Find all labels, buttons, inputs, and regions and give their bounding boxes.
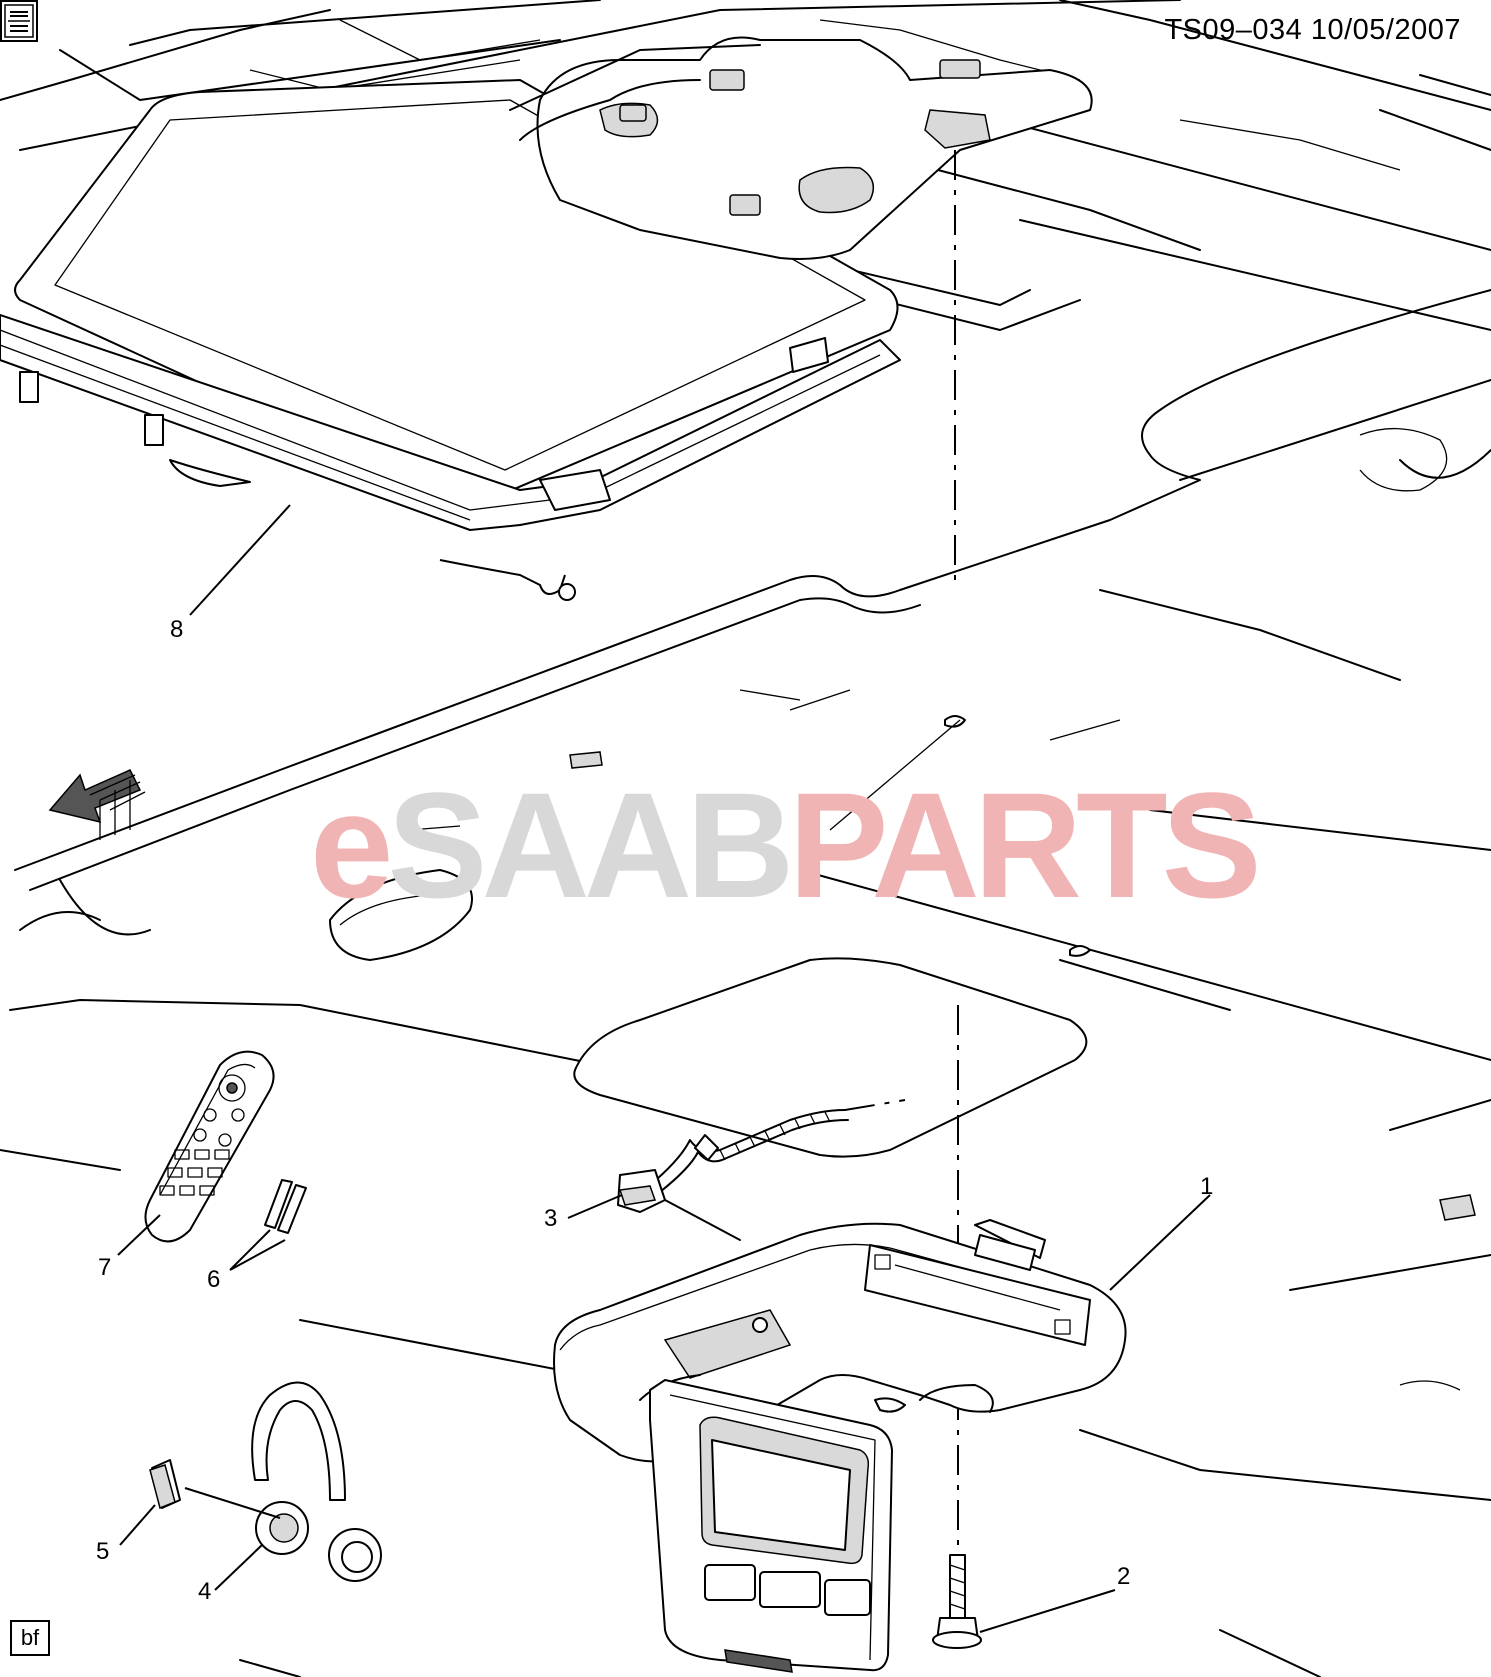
callout-6: 6 <box>207 1266 221 1293</box>
watermark: eSAABPARTS <box>310 770 1262 920</box>
author-initials-box: bf <box>10 1620 50 1656</box>
front-arrow-icon <box>48 769 146 840</box>
document-code: TS09–034 10/05/2007 <box>1164 14 1461 46</box>
headphones <box>251 1381 382 1582</box>
gm-spo-logo <box>0 0 38 42</box>
callout-8: 8 <box>170 616 184 643</box>
callout-2: 2 <box>1117 1563 1131 1590</box>
callout-3: 3 <box>544 1205 558 1232</box>
remote-control <box>144 1050 275 1243</box>
batteries <box>264 1179 307 1234</box>
wiring-harness <box>617 1109 849 1241</box>
watermark-parts: PARTS <box>788 761 1261 929</box>
leader-5 <box>119 1504 156 1546</box>
leader-7 <box>117 1214 161 1256</box>
leader-1 <box>1109 1194 1211 1291</box>
harness-dash <box>844 1099 906 1111</box>
leader-5-line <box>184 1487 281 1519</box>
watermark-e: e <box>310 761 393 929</box>
leader-8 <box>189 504 291 616</box>
ear-pad <box>149 1459 181 1510</box>
mounting-bracket <box>509 36 1093 260</box>
sunroof-side-rail <box>0 314 901 601</box>
callout-7: 7 <box>98 1254 112 1281</box>
callout-4: 4 <box>198 1578 212 1605</box>
headliner <box>0 289 1491 1677</box>
callout-5: 5 <box>96 1538 110 1565</box>
mounting-bolt <box>932 1554 982 1649</box>
leader-4 <box>214 1544 263 1591</box>
leader-6 <box>229 1229 286 1271</box>
leader-2 <box>979 1589 1116 1633</box>
leader-3 <box>567 1194 623 1219</box>
flip-down-screen <box>649 1379 893 1673</box>
watermark-saab: SAAB <box>387 761 794 929</box>
callout-1: 1 <box>1200 1173 1214 1200</box>
